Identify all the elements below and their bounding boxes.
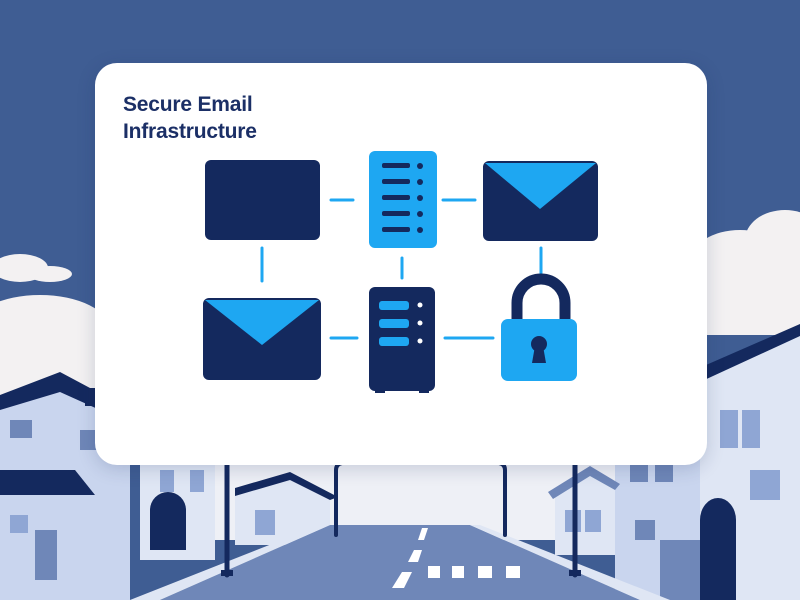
envelope-icon [483,161,598,241]
inbox-box-icon [205,160,320,240]
server-rack-icon [369,151,437,248]
server-tower-icon [369,287,435,393]
connectors [260,198,543,340]
diagram-card: Secure Email Infrastructure [95,63,707,465]
envelope-icon [203,298,321,380]
padlock-icon [501,273,577,381]
diagram-title: Secure Email Infrastructure [123,91,257,145]
road [130,525,670,600]
title-line-1: Secure Email [123,93,253,116]
email-infrastructure-diagram [203,151,598,393]
title-line-2: Infrastructure [123,120,257,143]
